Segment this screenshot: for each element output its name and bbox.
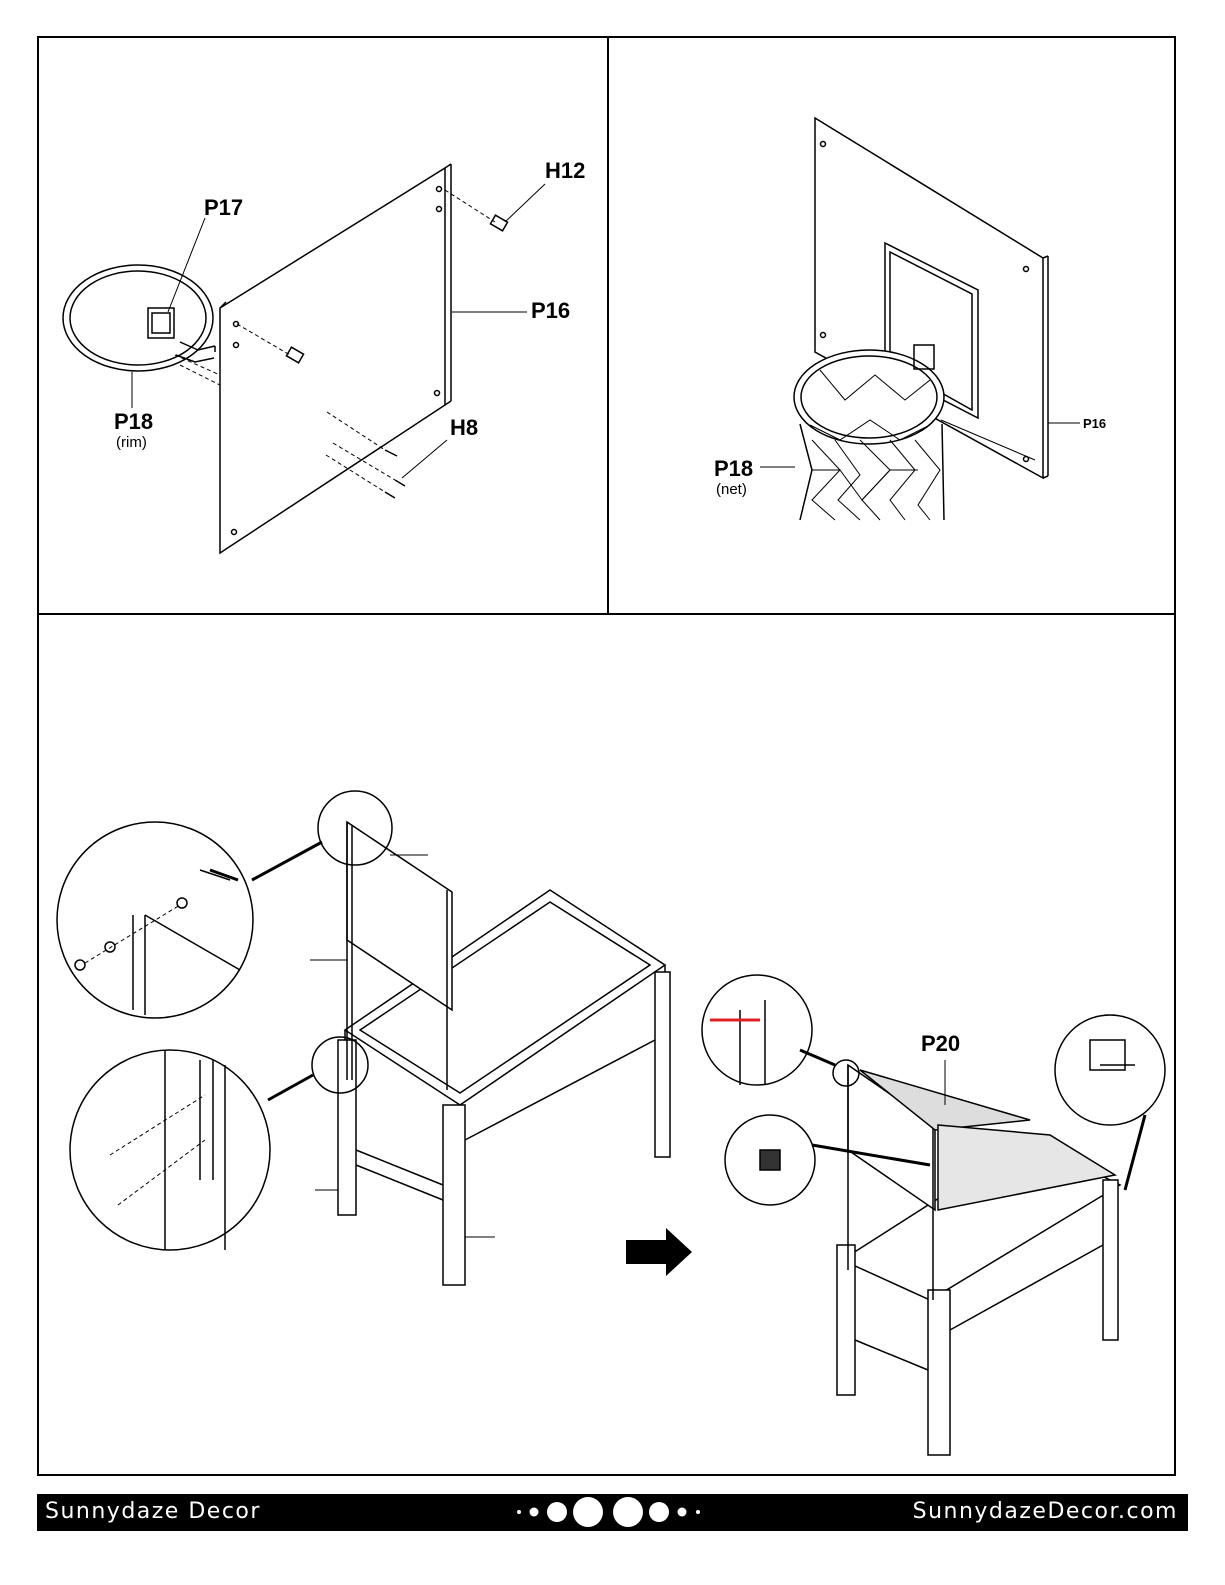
- label-p16-assembled: P16: [1083, 416, 1106, 431]
- footer-bar: Sunnydaze Decor SunnydazeDecor.com: [37, 1494, 1188, 1531]
- label-p20: P20: [921, 1031, 960, 1057]
- label-p16: P16: [531, 298, 570, 324]
- label-p17: P17: [204, 195, 243, 221]
- footer-brand: Sunnydaze Decor: [45, 1499, 261, 1524]
- label-rim-sub: (rim): [116, 434, 147, 451]
- label-p18-net: P18: [714, 456, 753, 482]
- footer-website: SunnydazeDecor.com: [913, 1499, 1178, 1524]
- label-p18-rim: P18: [114, 409, 153, 435]
- decorative-dots-icon: [514, 1494, 704, 1531]
- label-h12: H12: [545, 158, 585, 184]
- label-h8: H8: [450, 415, 478, 441]
- right-arrow-icon: [626, 1228, 692, 1276]
- label-net-sub: (net): [716, 481, 747, 498]
